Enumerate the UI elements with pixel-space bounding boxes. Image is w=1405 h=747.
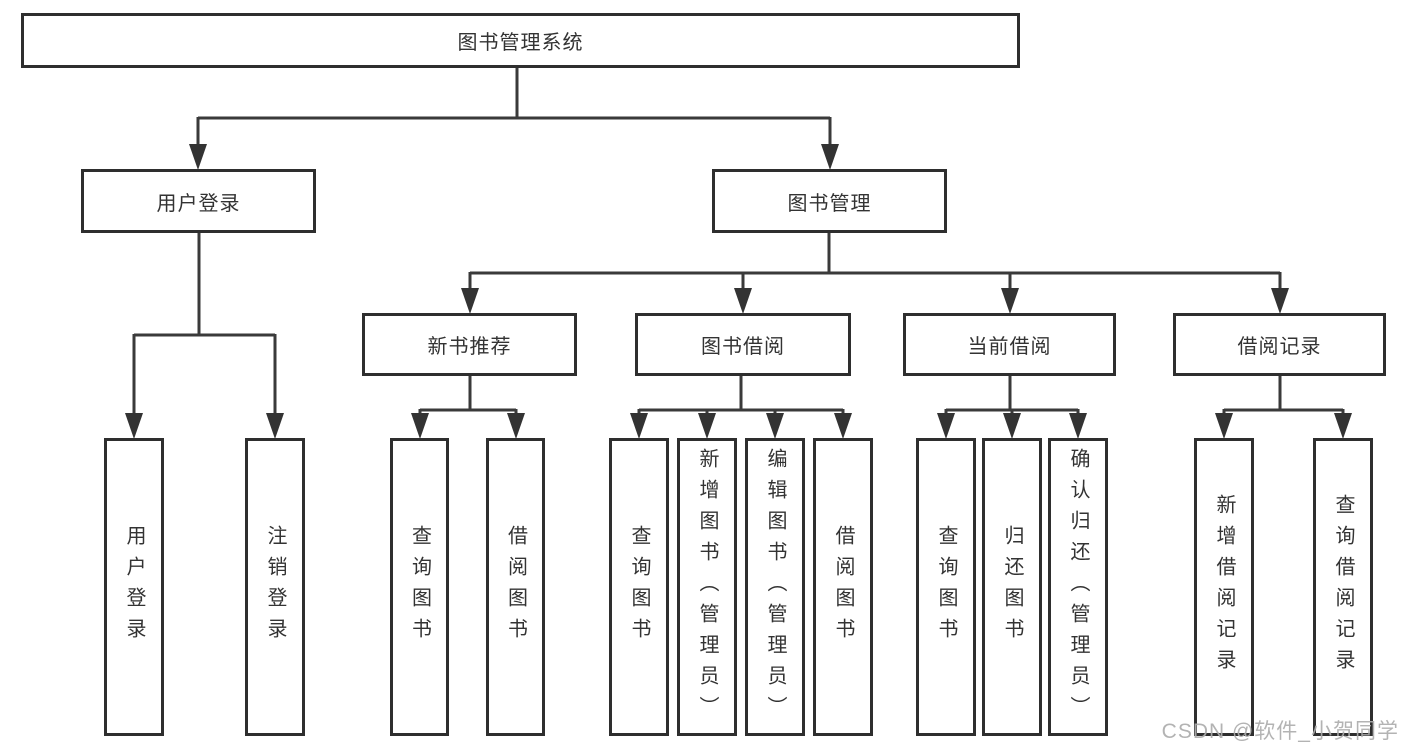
leaf-edit-books-admin: 编辑图书（管理员） <box>745 438 805 736</box>
leaf-label: 新增借阅记录 <box>1213 494 1235 680</box>
leaf-label: 查询图书 <box>408 525 431 649</box>
leaf-label: 归还图书 <box>1001 525 1023 649</box>
node-book-management: 图书管理 <box>712 169 947 233</box>
node-borrow-record: 借阅记录 <box>1173 313 1386 376</box>
leaf-query-books-2: 查询图书 <box>609 438 669 736</box>
leaf-label: 确认归还（管理员） <box>1067 447 1089 727</box>
leaf-add-borrow-record: 新增借阅记录 <box>1194 438 1254 736</box>
leaf-label: 查询图书 <box>935 525 957 649</box>
leaf-user-login: 用户登录 <box>104 438 164 736</box>
leaf-query-books-1: 查询图书 <box>390 438 449 736</box>
leaf-add-books-admin: 新增图书（管理员） <box>677 438 737 736</box>
leaf-label: 查询借阅记录 <box>1332 494 1354 680</box>
leaf-borrow-books-2: 借阅图书 <box>813 438 873 736</box>
leaf-label: 新增图书（管理员） <box>696 447 718 727</box>
leaf-logout: 注销登录 <box>245 438 305 736</box>
leaf-label: 编辑图书（管理员） <box>764 447 786 727</box>
leaf-label: 用户登录 <box>123 525 145 649</box>
leaf-label: 注销登录 <box>264 525 286 649</box>
node-current-borrow: 当前借阅 <box>903 313 1116 376</box>
leaf-query-borrow-record: 查询借阅记录 <box>1313 438 1373 736</box>
leaf-label: 查询图书 <box>628 525 650 649</box>
csdn-watermark: CSDN @软件_小贺同学 <box>1161 720 1399 743</box>
node-book-management-system: 图书管理系统 <box>21 13 1020 68</box>
arrowhead-icons <box>125 144 1352 439</box>
leaf-label: 借阅图书 <box>832 525 854 649</box>
leaf-label: 借阅图书 <box>504 525 527 649</box>
leaf-confirm-return-admin: 确认归还（管理员） <box>1048 438 1108 736</box>
leaf-borrow-books-1: 借阅图书 <box>486 438 545 736</box>
leaf-query-books-3: 查询图书 <box>916 438 976 736</box>
node-book-borrow: 图书借阅 <box>635 313 851 376</box>
leaf-return-books: 归还图书 <box>982 438 1042 736</box>
node-user-login: 用户登录 <box>81 169 316 233</box>
node-new-book-recommend: 新书推荐 <box>362 313 577 376</box>
